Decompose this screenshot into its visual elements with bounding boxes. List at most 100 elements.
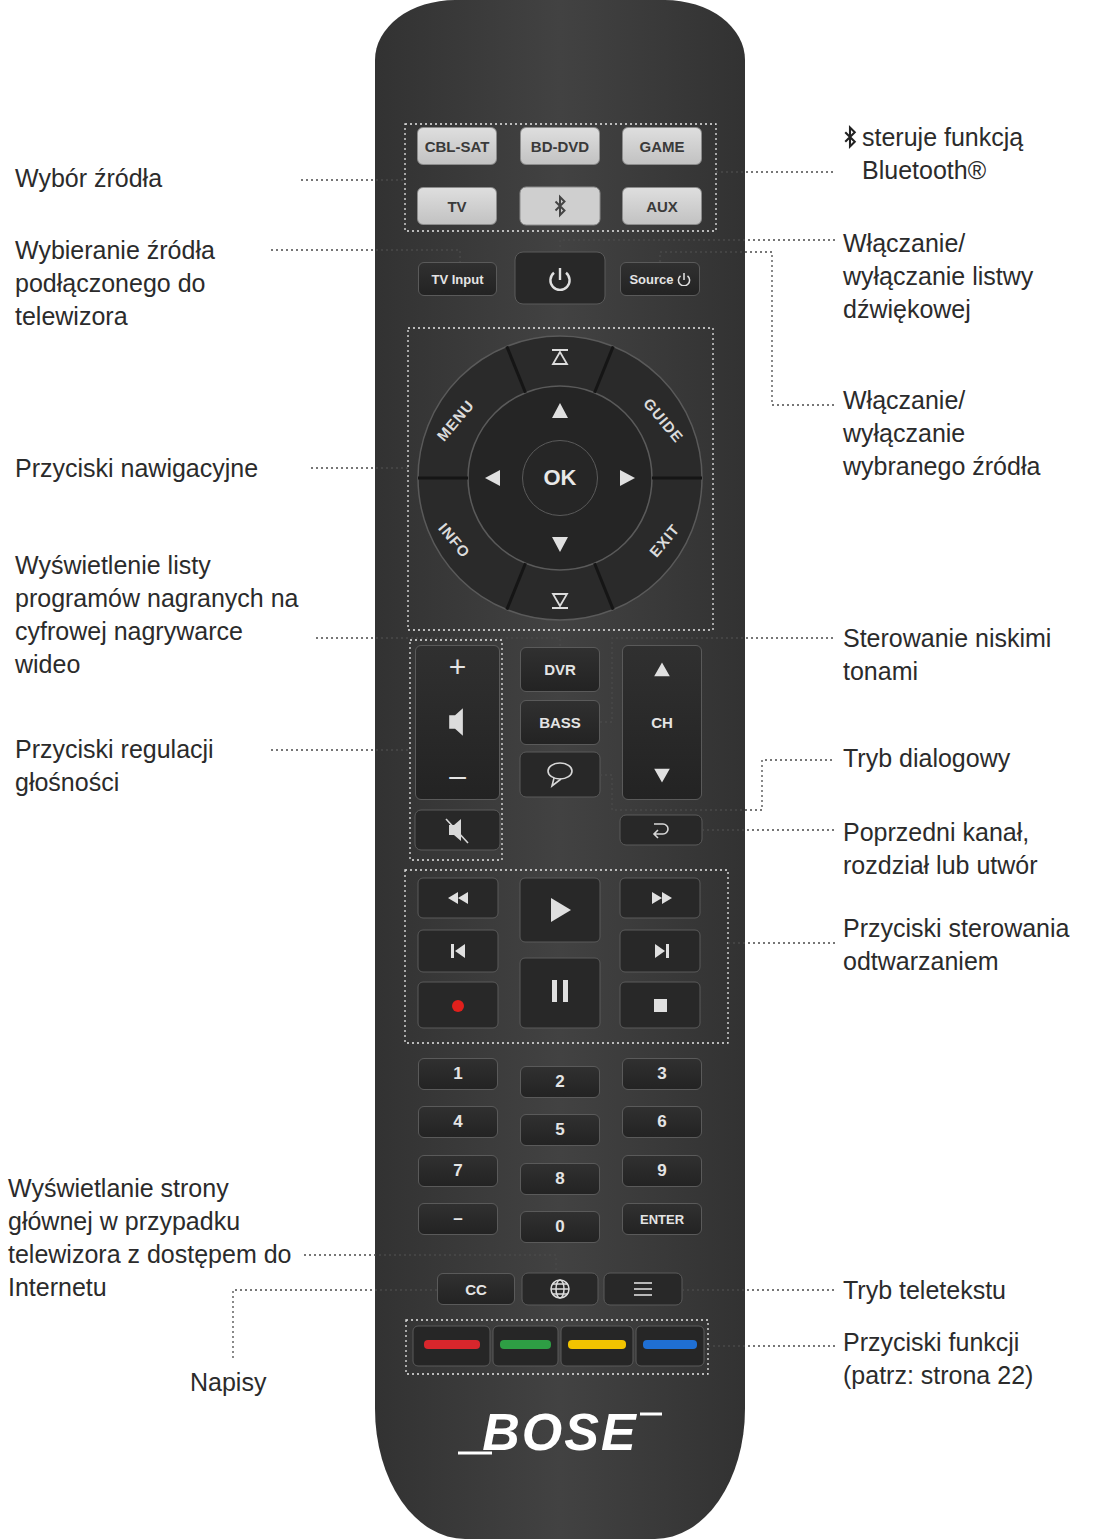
callout-label: Napisy: [190, 1366, 300, 1399]
bluetooth-symbol: [845, 128, 855, 147]
bluetooth-button: [520, 187, 600, 225]
remote-button: –: [418, 1203, 498, 1235]
group-outline: [405, 124, 728, 1374]
navigation-ring: [507, 346, 526, 392]
home-button: [556, 1280, 564, 1298]
remote-button: GUIDE: [632, 385, 695, 454]
home-button: [551, 1280, 569, 1298]
function-buttons: [424, 1340, 480, 1349]
remote-button: INFO: [423, 505, 486, 574]
leader-line: [560, 240, 835, 252]
remote-button: 1: [418, 1058, 498, 1090]
teletext-button: [634, 1282, 652, 1284]
remote-body: BOSECBL-SATBD-DVDGAMETVAUXTV InputSource…: [375, 0, 745, 1539]
playback-buttons: [448, 892, 672, 1012]
function-buttons: [413, 1326, 704, 1366]
callout-label: Przyciski nawigacyjne: [15, 452, 305, 485]
home-button: [552, 1293, 568, 1295]
button-label: CH: [651, 714, 673, 731]
remote-button: 6: [622, 1106, 702, 1138]
callout-label: Tryb teletekstu: [843, 1274, 1093, 1307]
teletext-button: [634, 1288, 652, 1290]
remote-button: 7: [418, 1155, 498, 1187]
function-buttons: [636, 1326, 704, 1366]
leader-line: [682, 1289, 835, 1290]
navigation-ring: [552, 537, 568, 552]
remote-button: 8: [520, 1163, 600, 1195]
button-label: 6: [657, 1112, 666, 1132]
callout-label: Włączanie/ wyłączanie listwy dźwiękowej: [843, 227, 1078, 326]
logo-stroke: [458, 1414, 662, 1453]
navigation-ring: [418, 346, 702, 609]
leader-line: [702, 829, 835, 830]
button-label: AUX: [646, 198, 678, 215]
function-buttons: [643, 1340, 697, 1349]
callout-label: Sterowanie niskimi tonami: [843, 622, 1093, 688]
dialog-button: [520, 752, 600, 797]
button-label: INFO: [436, 519, 475, 560]
button-label: TV Input: [432, 272, 484, 287]
teletext-button: [634, 1283, 652, 1295]
navigation-ring: [507, 563, 526, 609]
button-label: OK: [544, 465, 577, 491]
remote-button: CBL-SAT: [417, 127, 497, 165]
playback-buttons: [418, 878, 700, 1028]
remote-button: OK: [522, 440, 598, 516]
button-label: 5: [555, 1120, 564, 1140]
function-buttons: [413, 1326, 490, 1366]
group-outline: [405, 870, 728, 1043]
navigation-ring: [595, 563, 614, 609]
remote-button: ENTER: [622, 1203, 702, 1235]
remote-button: DVR: [520, 647, 600, 692]
navigation-ring: [418, 477, 468, 480]
leader-line: [311, 467, 408, 468]
callout-label: Tryb dialogowy: [843, 742, 1093, 775]
navigation-ring: [620, 470, 635, 486]
remote-button: 5: [520, 1114, 600, 1146]
home-button: [551, 1280, 569, 1298]
remote-button: 2: [520, 1066, 600, 1098]
button-label: BD-DVD: [531, 138, 589, 155]
navigation-ring: [552, 594, 568, 608]
remote-button: CH: [622, 645, 702, 800]
callout-label: Wybór źródła: [15, 162, 295, 195]
mute-button: [449, 819, 461, 841]
remote-button: Source: [620, 262, 700, 296]
leader-line: [233, 1290, 437, 1360]
function-buttons: [561, 1326, 633, 1366]
logo-stroke: [458, 1452, 492, 1455]
remote-button: BD-DVD: [520, 127, 600, 165]
return-button: [620, 815, 702, 845]
playback-buttons: [654, 999, 667, 1012]
button-label: 8: [555, 1169, 564, 1189]
remote-button: 0: [520, 1211, 600, 1243]
button-label: GUIDE: [641, 394, 688, 445]
dialog-button: [548, 763, 572, 779]
remote-button: 9: [622, 1155, 702, 1187]
bluetooth-button: [520, 187, 600, 225]
callout-label: Włączanie/ wyłączanie wybranego źródła: [843, 384, 1078, 483]
button-label: –: [449, 759, 466, 793]
playback-buttons: [418, 878, 498, 918]
navigation-ring: [652, 477, 702, 480]
function-buttons: [568, 1340, 626, 1349]
playback-buttons: [520, 878, 600, 942]
button-label: 2: [555, 1072, 564, 1092]
leader-line: [708, 1345, 835, 1346]
playback-buttons: [655, 944, 665, 958]
button-label: +: [449, 650, 467, 684]
remote-button: 4: [418, 1106, 498, 1138]
playback-buttons: [452, 1000, 464, 1012]
button-label: 1: [453, 1064, 462, 1084]
mute-button: [415, 810, 500, 850]
playback-buttons: [418, 930, 498, 972]
leader-line: [600, 760, 835, 810]
home-button: [522, 1273, 598, 1305]
power-button: [515, 252, 605, 304]
leader-line: [271, 250, 460, 262]
remote-button: AUX: [622, 187, 702, 225]
button-label: 0: [555, 1217, 564, 1237]
remote-button: MENU: [423, 385, 486, 454]
callout-label: Przyciski regulacji głośności: [15, 733, 265, 799]
playback-buttons: [451, 944, 454, 958]
